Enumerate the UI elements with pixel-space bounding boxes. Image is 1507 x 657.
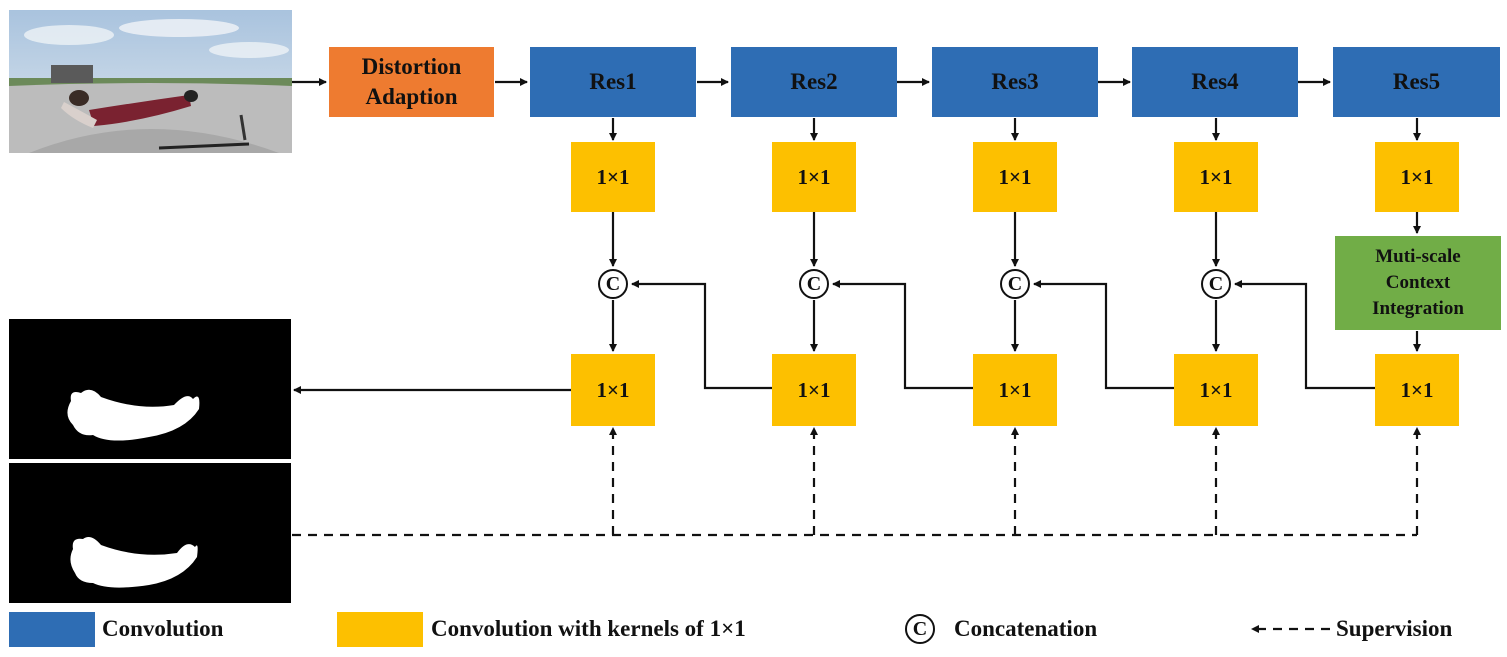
legend-concat-symbol: C bbox=[905, 614, 935, 644]
res2-block: Res2 bbox=[731, 47, 897, 117]
distortion-adaption-block: Distortion Adaption bbox=[329, 47, 494, 117]
arrow-kernel2-feedback-to-concat1 bbox=[631, 280, 773, 390]
res4-block: Res4 bbox=[1132, 47, 1298, 117]
ground-truth-map bbox=[9, 463, 291, 603]
kernel-top-1: 1×1 bbox=[571, 142, 655, 212]
input-panorama-image bbox=[9, 10, 292, 153]
arrow-kernel4-feedback-to-concat3 bbox=[1033, 280, 1175, 390]
res5-block: Res5 bbox=[1333, 47, 1500, 117]
legend-concatenation-label: Concatenation bbox=[954, 616, 1098, 641]
legend-supervision-label: Supervision bbox=[1336, 616, 1453, 641]
kernel-bottom-2: 1×1 bbox=[772, 354, 856, 426]
concat-node-1: C bbox=[598, 269, 628, 299]
arrow-kernel3-feedback-to-concat2 bbox=[832, 280, 974, 390]
kernel-top-5: 1×1 bbox=[1375, 142, 1459, 212]
res3-block: Res3 bbox=[932, 47, 1098, 117]
arrow-kernel5-feedback-to-concat4 bbox=[1234, 280, 1376, 390]
concat-node-3: C bbox=[1000, 269, 1030, 299]
legend-convolution-swatch bbox=[9, 612, 95, 647]
kernel-bottom-5: 1×1 bbox=[1375, 354, 1459, 426]
kernel-top-4: 1×1 bbox=[1174, 142, 1258, 212]
legend-kernel-swatch bbox=[337, 612, 423, 647]
kernel-top-2: 1×1 bbox=[772, 142, 856, 212]
legend-kernel-label: Convolution with kernels of 1×1 bbox=[431, 616, 746, 641]
concat-node-4: C bbox=[1201, 269, 1231, 299]
legend-convolution-label: Convolution bbox=[102, 616, 224, 641]
kernel-bottom-4: 1×1 bbox=[1174, 354, 1258, 426]
prediction-saliency-map bbox=[9, 319, 291, 459]
context-integration-block: Muti-scale Context Integration bbox=[1335, 236, 1501, 330]
kernel-bottom-3: 1×1 bbox=[973, 354, 1057, 426]
kernel-bottom-1: 1×1 bbox=[571, 354, 655, 426]
concat-node-2: C bbox=[799, 269, 829, 299]
res1-block: Res1 bbox=[530, 47, 696, 117]
kernel-top-3: 1×1 bbox=[973, 142, 1057, 212]
